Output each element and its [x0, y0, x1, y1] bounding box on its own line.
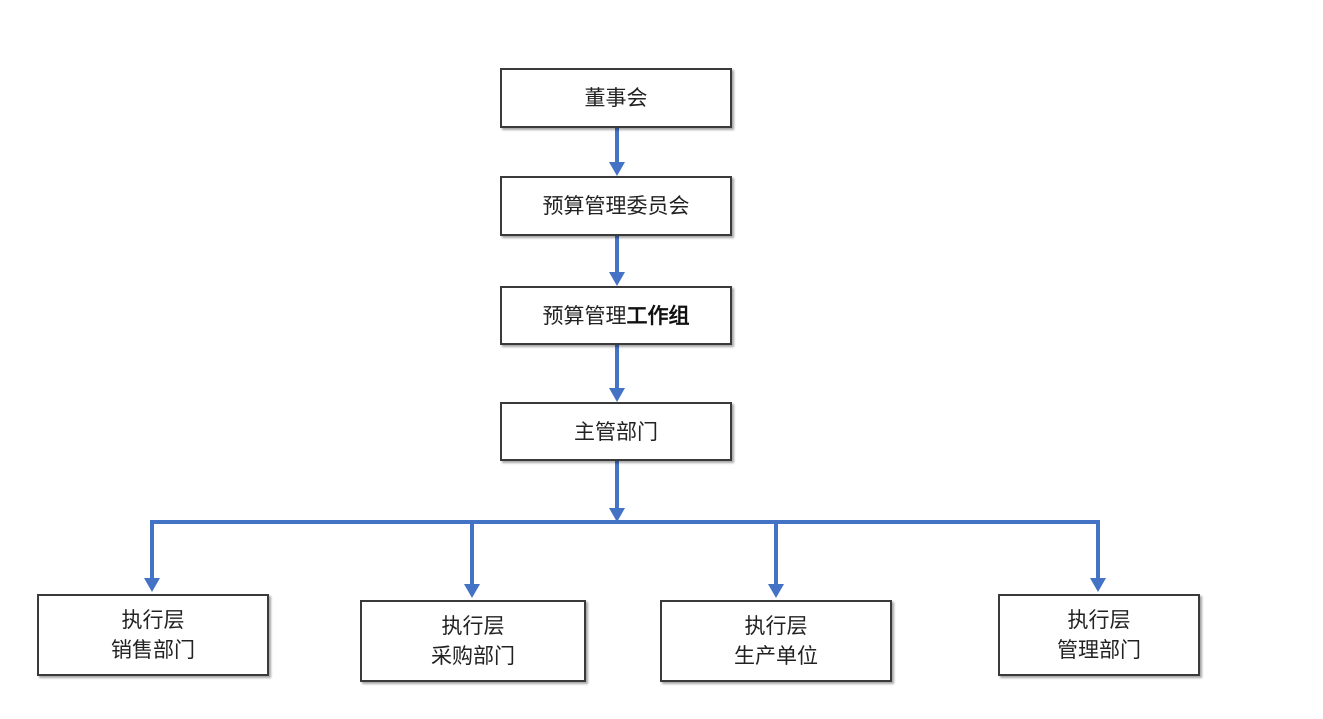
node-exec-procurement-line1: 执行层: [441, 614, 505, 638]
arrowhead-department: [609, 388, 625, 402]
node-budget-committee: 预算管理委员会: [500, 176, 732, 236]
node-exec-management-line2: 管理部门: [1057, 638, 1141, 662]
node-budget-working-group-label-bold: 工作组: [626, 303, 690, 328]
connectors: [144, 128, 1106, 598]
node-exec-procurement: 执行层 采购部门: [360, 600, 586, 682]
arrowhead-committee: [609, 162, 625, 176]
node-exec-sales-line1: 执行层: [121, 608, 185, 632]
node-exec-sales: 执行层 销售部门: [37, 594, 269, 676]
node-board: 董事会: [500, 68, 732, 128]
node-exec-management: 执行层 管理部门: [998, 594, 1200, 676]
node-competent-department-label: 主管部门: [574, 419, 658, 444]
node-exec-production: 执行层 生产单位: [660, 600, 892, 682]
node-exec-sales-line2: 销售部门: [111, 638, 195, 662]
node-exec-procurement-line2: 采购部门: [431, 644, 515, 668]
node-budget-working-group: 预算管理工作组: [500, 286, 732, 345]
node-budget-working-group-label: 预算管理工作组: [543, 301, 690, 331]
arrowhead-management: [1090, 578, 1106, 592]
node-exec-production-line2: 生产单位: [734, 644, 818, 668]
arrowhead-production: [768, 584, 784, 598]
arrowhead-sales: [144, 578, 160, 592]
arrowhead-bus: [609, 508, 625, 522]
node-exec-production-line1: 执行层: [744, 614, 808, 638]
node-competent-department: 主管部门: [500, 402, 732, 461]
node-board-label: 董事会: [584, 86, 648, 110]
node-budget-working-group-label-regular: 预算管理: [542, 303, 627, 328]
arrowhead-working-group: [609, 272, 625, 286]
arrowhead-procurement: [464, 584, 480, 598]
node-exec-management-line1: 执行层: [1067, 608, 1131, 632]
node-budget-committee-label: 预算管理委员会: [542, 194, 690, 218]
